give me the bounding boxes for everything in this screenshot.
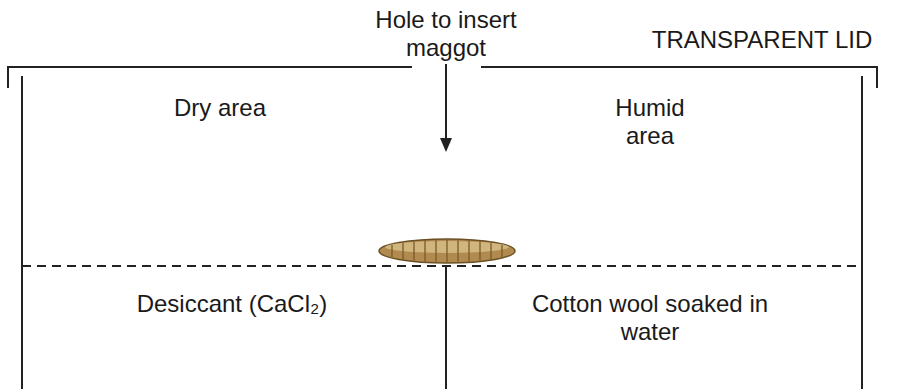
lid-label: TRANSPARENT LID <box>632 26 892 54</box>
leader-arrow <box>440 64 452 152</box>
maggot-illustration <box>379 239 515 263</box>
gauze-line <box>22 265 862 267</box>
hole-label: Hole to insert maggot <box>371 6 521 62</box>
divider-line <box>445 266 447 389</box>
transparent-lid <box>8 67 877 88</box>
chamber-wall <box>22 76 862 389</box>
area-label: Dry area <box>160 94 280 122</box>
area-label: Humid area <box>590 94 710 150</box>
compartment-label: Cotton wool soaked in water <box>520 290 780 346</box>
compartment-label: Desiccant (CaCl₂) <box>132 290 332 318</box>
